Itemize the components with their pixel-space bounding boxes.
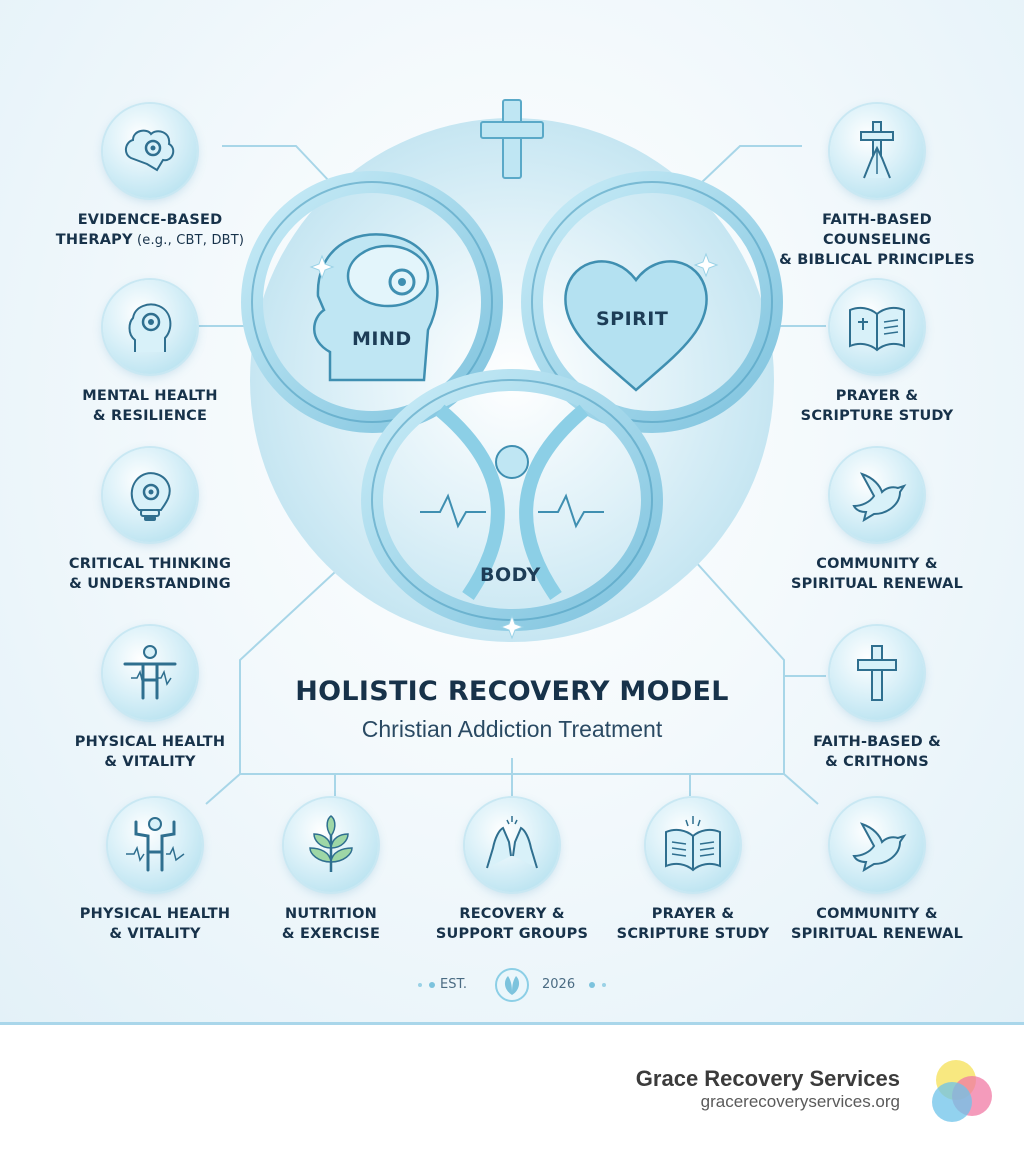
item-label: MENTAL HEALTH & RESILIENCE <box>82 388 218 424</box>
top-cross-icon <box>480 99 544 179</box>
open-book-icon <box>665 816 721 872</box>
cross-praying-hands-icon <box>860 121 894 179</box>
est-row: EST. 2026 <box>362 968 662 1002</box>
item-label: FAITH-BASED & & CRITHONS <box>813 734 941 770</box>
item-label: CRITICAL THINKING & UNDERSTANDING <box>68 556 232 592</box>
sparkle-icons <box>309 252 719 640</box>
bottom-item-recovery-groups: RECOVERY & SUPPORT GROUPS <box>407 798 617 944</box>
right-item-community: COMMUNITY & SPIRITUAL RENEWAL <box>772 448 982 594</box>
est-year: 2026 <box>542 977 576 992</box>
item-label: EVIDENCE-BASED THERAPY (e.g., CBT, DBT) <box>45 210 255 251</box>
connector-line <box>205 773 241 805</box>
footer-divider <box>0 1022 1024 1025</box>
brand-logo-icon <box>932 1060 992 1122</box>
est-label: EST. <box>440 977 467 992</box>
brand-url: gracerecoveryservices.org <box>700 1092 900 1111</box>
item-label: PHYSICAL HEALTH & VITALITY <box>79 906 231 942</box>
mind-label: MIND <box>352 328 412 350</box>
icon-circle <box>284 798 378 892</box>
item-label: PRAYER & SCRIPTURE STUDY <box>616 906 770 942</box>
mind-head-icon <box>313 233 439 382</box>
left-item-critical-thinking: CRITICAL THINKING & UNDERSTANDING <box>45 448 255 594</box>
person-pulse-icon <box>123 645 177 700</box>
open-hands-icon <box>486 816 538 869</box>
dove-icon <box>852 822 907 873</box>
icon-circle <box>103 626 197 720</box>
left-item-mental-health: MENTAL HEALTH & RESILIENCE <box>45 280 255 426</box>
item-label: NUTRITION & EXERCISE <box>281 906 381 942</box>
diagram-artwork <box>198 99 826 1002</box>
lightbulb-head-icon <box>130 472 171 521</box>
est-decoration <box>418 968 606 1002</box>
brand-name: Grace Recovery Services <box>635 1066 900 1091</box>
label-text: EVIDENCE-BASED THERAPY <box>55 212 223 248</box>
right-item-faith-counseling: FAITH-BASED COUNSELING & BIBLICAL PRINCI… <box>772 104 982 270</box>
strong-person-icon <box>126 817 185 872</box>
dove-icon <box>852 472 907 523</box>
head-gear-icon <box>128 303 172 352</box>
icon-circle <box>103 448 197 542</box>
open-bible-icon <box>849 306 905 352</box>
item-label: FAITH-BASED COUNSELING & BIBLICAL PRINCI… <box>779 212 975 268</box>
icon-circle <box>830 798 924 892</box>
icon-circle <box>830 280 924 374</box>
diagram-subtitle: Christian Addiction Treatment <box>361 716 663 742</box>
brain-gears-icon <box>125 129 175 172</box>
connector-line <box>783 773 819 805</box>
body-figure-icon <box>420 445 604 529</box>
bottom-item-prayer-scripture: PRAYER & SCRIPTURE STUDY <box>588 798 798 944</box>
icon-circle <box>465 798 559 892</box>
icon-circle <box>830 626 924 720</box>
right-item-faith-crithons: FAITH-BASED & & CRITHONS <box>772 626 982 772</box>
bottom-item-community: COMMUNITY & SPIRITUAL RENEWAL <box>772 798 982 944</box>
right-item-prayer-scripture: PRAYER & SCRIPTURE STUDY <box>772 280 982 426</box>
label-note: (e.g., CBT, DBT) <box>132 233 245 248</box>
spirit-heart-icon <box>564 260 708 392</box>
bottom-item-physical-health: PHYSICAL HEALTH & VITALITY <box>50 798 260 944</box>
icon-circle <box>103 104 197 198</box>
infographic-canvas: MIND SPIRIT BODY EVIDENCE-BASED THERAPY … <box>0 0 1024 1024</box>
bottom-item-nutrition: NUTRITION & EXERCISE <box>226 798 436 944</box>
item-label: COMMUNITY & SPIRITUAL RENEWAL <box>790 906 964 942</box>
item-label: RECOVERY & SUPPORT GROUPS <box>435 906 589 942</box>
icon-circle <box>103 280 197 374</box>
left-item-evidence-therapy: EVIDENCE-BASED THERAPY (e.g., CBT, DBT) <box>45 104 255 251</box>
item-label: PRAYER & SCRIPTURE STUDY <box>800 388 954 424</box>
diagram-title: HOLISTIC RECOVERY MODEL <box>295 676 729 707</box>
connector-line <box>222 145 331 183</box>
icon-circle <box>108 798 202 892</box>
item-label: PHYSICAL HEALTH & VITALITY <box>74 734 226 770</box>
body-label: BODY <box>480 564 541 586</box>
item-label: COMMUNITY & SPIRITUAL RENEWAL <box>790 556 964 592</box>
left-item-physical-health: PHYSICAL HEALTH & VITALITY <box>45 626 255 772</box>
icon-circle <box>830 104 924 198</box>
glowing-cross-icon <box>857 645 897 701</box>
icon-circle <box>830 448 924 542</box>
connector-lines <box>198 145 826 805</box>
icon-circle <box>646 798 740 892</box>
spirit-label: SPIRIT <box>596 308 669 330</box>
plant-sprout-icon <box>309 815 353 872</box>
connector-line <box>699 145 802 185</box>
